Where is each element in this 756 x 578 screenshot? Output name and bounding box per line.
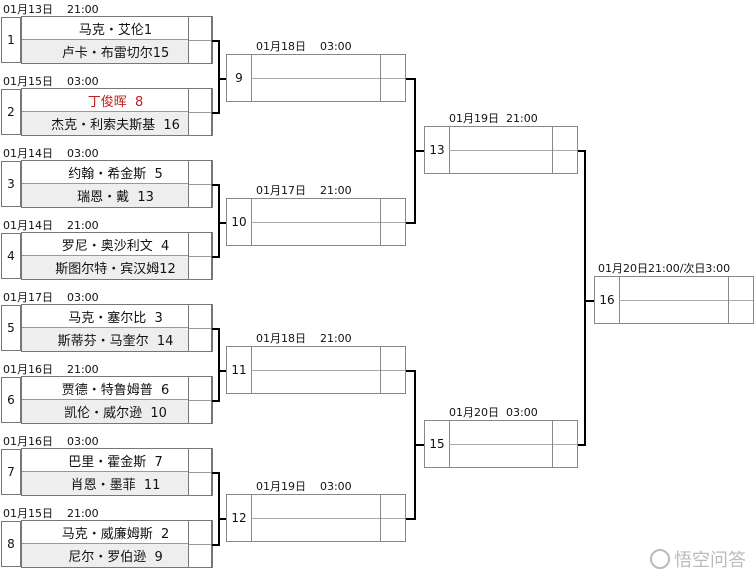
score-column xyxy=(188,448,212,496)
round1-seed-number: 1 xyxy=(1,17,21,63)
player-bottom: 斯图尔特・宾汉姆12 xyxy=(22,256,210,279)
round1-match-date: 01月13日 21:00 xyxy=(3,3,99,16)
round2-match-number: 9 xyxy=(227,55,252,101)
bracket-connector xyxy=(218,78,226,80)
bracket-connector xyxy=(406,222,416,224)
round2-match-date: 01月19日 03:00 xyxy=(256,480,352,493)
score-column xyxy=(188,88,212,136)
player-top: 约翰・希金斯 5 xyxy=(22,161,210,184)
semifinal-match: 13 xyxy=(424,126,578,174)
bracket-connector xyxy=(212,40,220,42)
bracket-connector xyxy=(212,112,220,114)
player-bottom: 肖恩・墨菲 11 xyxy=(22,472,210,495)
bracket-connector xyxy=(218,370,226,372)
bracket-connector xyxy=(218,222,226,224)
round2-match: 12 xyxy=(226,494,406,542)
bracket-connector xyxy=(218,518,226,520)
round1-seed-number: 8 xyxy=(1,521,21,567)
score-column xyxy=(188,16,212,64)
score-column xyxy=(188,520,212,568)
bracket-connector xyxy=(578,444,586,446)
player-top: 罗尼・奥沙利文 4 xyxy=(22,233,210,256)
bracket-connector xyxy=(212,400,220,402)
round2-match: 10 xyxy=(226,198,406,246)
bracket-connector xyxy=(406,518,416,520)
round1-match-date: 01月14日 21:00 xyxy=(3,219,99,232)
round1-seed-number: 3 xyxy=(1,161,21,207)
bracket-connector xyxy=(406,78,416,80)
semifinal-match-date: 01月19日 21:00 xyxy=(449,112,538,125)
round1-match-date: 01月16日 21:00 xyxy=(3,363,99,376)
watermark-logo-icon xyxy=(650,549,670,569)
score-column xyxy=(188,376,212,424)
player-top: 贾德・特鲁姆普 6 xyxy=(22,377,210,400)
bracket-connector xyxy=(414,150,424,152)
bracket-connector xyxy=(212,184,220,186)
bracket-connector xyxy=(218,472,220,546)
round2-match: 11 xyxy=(226,346,406,394)
final-match: 16 xyxy=(594,276,754,324)
player-bottom: 卢卡・布雷切尔15 xyxy=(22,40,210,63)
round1-seed-number: 2 xyxy=(1,89,21,135)
bracket-connector xyxy=(414,444,424,446)
round2-match-date: 01月17日 21:00 xyxy=(256,184,352,197)
bracket-connector xyxy=(584,150,586,446)
round1-match-date: 01月15日 21:00 xyxy=(3,507,99,520)
player-bottom: 斯蒂芬・马奎尔 14 xyxy=(22,328,210,351)
score-column xyxy=(188,304,212,352)
player-bottom: 凯伦・威尔逊 10 xyxy=(22,400,210,423)
bracket-connector xyxy=(212,544,220,546)
watermark: 悟空问答 xyxy=(650,546,746,572)
player-top: 马克・威廉姆斯 2 xyxy=(22,521,210,544)
round1-seed-number: 6 xyxy=(1,377,21,423)
player-top: 巴里・霍金斯 7 xyxy=(22,449,210,472)
bracket-connector xyxy=(406,370,416,372)
bracket-connector xyxy=(212,256,220,258)
player-bottom: 杰克・利索夫斯基 16 xyxy=(22,112,210,135)
round1-seed-number: 5 xyxy=(1,305,21,351)
bracket-connector xyxy=(212,472,220,474)
bracket-connector xyxy=(212,328,220,330)
round1-seed-number: 4 xyxy=(1,233,21,279)
player-top: 马克・艾伦1 xyxy=(22,17,210,40)
final-match-date: 01月20日21:00/次日3:00 xyxy=(598,262,731,275)
round1-match-date: 01月15日 03:00 xyxy=(3,75,99,88)
round1-seed-number: 7 xyxy=(1,449,21,495)
bracket-connector xyxy=(584,300,594,302)
semifinal-match-number: 13 xyxy=(425,127,450,173)
semifinal-match-date: 01月20日 03:00 xyxy=(449,406,538,419)
score-column xyxy=(188,232,212,280)
semifinal-match-number: 15 xyxy=(425,421,450,467)
player-bottom: 尼尔・罗伯逊 9 xyxy=(22,544,210,567)
bracket-connector xyxy=(218,184,220,258)
player-bottom: 瑞恩・戴 13 xyxy=(22,184,210,207)
bracket-connector xyxy=(218,328,220,402)
bracket-connector xyxy=(218,40,220,114)
player-top: 马克・塞尔比 3 xyxy=(22,305,210,328)
semifinal-match: 15 xyxy=(424,420,578,468)
round2-match-number: 10 xyxy=(227,199,252,245)
round1-match-date: 01月16日 03:00 xyxy=(3,435,99,448)
round1-match-date: 01月17日 03:00 xyxy=(3,291,99,304)
round2-match-date: 01月18日 03:00 xyxy=(256,40,352,53)
round2-match-date: 01月18日 21:00 xyxy=(256,332,352,345)
watermark-text: 悟空问答 xyxy=(674,550,746,571)
player-top: 丁俊晖 8 xyxy=(22,89,210,112)
round2-match-number: 12 xyxy=(227,495,252,541)
round2-match-number: 11 xyxy=(227,347,252,393)
score-column xyxy=(188,160,212,208)
bracket-connector xyxy=(578,150,586,152)
round2-match: 9 xyxy=(226,54,406,102)
round1-match-date: 01月14日 03:00 xyxy=(3,147,99,160)
final-match-number: 16 xyxy=(595,277,620,323)
